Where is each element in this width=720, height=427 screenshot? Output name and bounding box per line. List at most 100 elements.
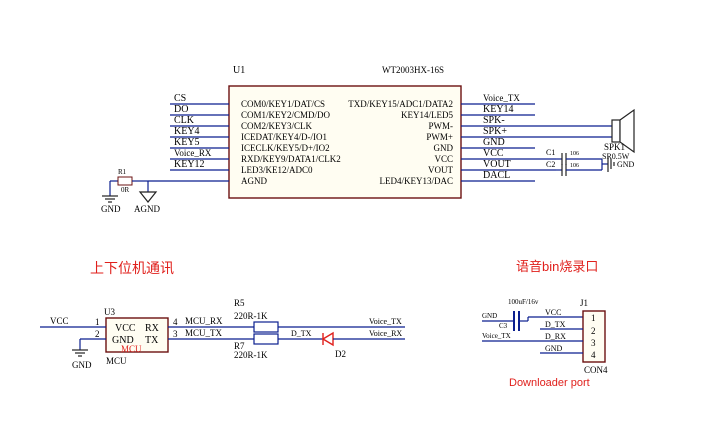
u1-pin-txd: TXD/KEY15/ADC1/DATA2 xyxy=(348,99,453,109)
u1-pin-com2: COM2/KEY3/CLK xyxy=(241,121,313,131)
c3-value: 100uF/16v xyxy=(508,298,539,306)
u1-left-net-labels: CS DO CLK KEY4 KEY5 Voice_RX KEY12 xyxy=(174,93,212,170)
d-tx-net: D_TX xyxy=(291,329,312,338)
u3-vcc: VCC xyxy=(115,323,136,334)
gnd-cap-label: GND xyxy=(617,160,635,169)
u3-pin3: 3 xyxy=(173,329,178,339)
u1-left-pin-labels: COM0/KEY1/DAT/CS COM1/KEY2/CMD/DO COM2/K… xyxy=(241,99,341,186)
j1-pin-numbers: 1 2 3 4 xyxy=(591,313,596,360)
u3-tx: TX xyxy=(145,335,159,346)
u3-pin-labels: VCC RX GND TX xyxy=(112,323,160,346)
j1-ref: J1 xyxy=(580,298,588,308)
gnd-mcu-label: GND xyxy=(72,360,92,370)
r7-ref: R7 xyxy=(234,341,245,351)
j1-voice-tx: Voice_TX xyxy=(482,332,511,340)
r7-resistor: R7 220R-1K xyxy=(234,333,323,360)
j1-pin4: 4 xyxy=(591,350,596,360)
u1-pin-led3: LED3/KE12/ADC0 xyxy=(241,165,313,175)
net-key12: KEY12 xyxy=(174,159,205,170)
capacitor-c2: C2 106 xyxy=(546,160,602,176)
c1-value: 106 xyxy=(570,151,579,157)
section-title-burn: 语音bin烧录口 xyxy=(516,259,598,274)
j1-net-d-tx: D_TX xyxy=(545,320,566,329)
j1-net-vcc: VCC xyxy=(545,308,561,317)
u3-body xyxy=(105,317,169,353)
net-dacl: DACL xyxy=(483,170,510,181)
c2-ref: C2 xyxy=(546,160,555,169)
net-gnd: GND xyxy=(483,137,505,148)
j1-net-gnd: GND xyxy=(545,344,563,353)
u1-pin-iceclk: ICECLK/KEY5/D+/IO2 xyxy=(241,143,330,153)
net-key5: KEY5 xyxy=(174,137,200,148)
u1-pin-pwm-pos: PWM+ xyxy=(426,132,453,142)
u1-right-net-labels: Voice_TX KEY14 SPK- SPK+ GND VCC VOUT DA… xyxy=(483,93,520,181)
voice-rx-net-mcu: Voice_RX xyxy=(369,329,402,338)
u1-pin-rxd: RXD/KEY9/DATA1/CLK2 xyxy=(241,154,341,164)
u1-pin-led4: LED4/KEY13/DAC xyxy=(380,176,454,186)
mcu-net-rx: MCU_RX xyxy=(185,316,223,326)
u3-rx: RX xyxy=(145,323,160,334)
r5-value: 220R-1K xyxy=(234,311,268,321)
r5-ref: R5 xyxy=(234,298,245,308)
net-cs: CS xyxy=(174,93,186,104)
u3-pin-numbers: 1 2 4 3 xyxy=(95,317,178,339)
net-clk: CLK xyxy=(174,115,195,126)
j1-name: CON4 xyxy=(584,365,608,375)
u1-pin-vout: VOUT xyxy=(428,165,453,175)
u3-wires xyxy=(40,326,254,350)
c3-gnd: GND xyxy=(482,312,497,320)
d2-ref: D2 xyxy=(335,349,346,359)
gnd-symbol-mcu: GND xyxy=(72,349,92,370)
u3-ref: U3 xyxy=(104,307,115,317)
mcu-net-vcc: VCC xyxy=(50,316,69,326)
capacitor-c1: C1 106 xyxy=(546,148,602,165)
mcu-net-tx: MCU_TX xyxy=(185,328,223,338)
u1-pin-gnd: GND xyxy=(434,143,454,153)
j1-net-d-rx: D_RX xyxy=(545,332,566,341)
capacitor-c3: GND C3 xyxy=(482,311,583,331)
u1-pin-com1: COM1/KEY2/CMD/DO xyxy=(241,110,331,120)
u1-pin-agnd: AGND xyxy=(241,176,267,186)
net-do: DO xyxy=(174,104,188,115)
r1-value: 0R xyxy=(121,186,130,194)
r1-ref: R1 xyxy=(118,168,127,176)
voice-tx-net-mcu: Voice_TX xyxy=(369,317,402,326)
c3-ref: C3 xyxy=(499,322,508,330)
u3-pin4: 4 xyxy=(173,317,178,327)
agnd-label: AGND xyxy=(134,204,160,214)
speaker-spk1: SPK1 SR0.5W xyxy=(602,108,635,161)
u1-pin-vcc: VCC xyxy=(434,154,453,164)
section-title-comm: 上下位机通讯 xyxy=(90,260,174,276)
r7-value: 220R-1K xyxy=(234,350,268,360)
r1-resistor: R1 0R xyxy=(110,168,148,194)
u3-footer: MCU xyxy=(106,356,127,366)
u3-inner-name: MCU xyxy=(121,344,142,354)
gnd-symbol-left: GND xyxy=(101,181,121,214)
j1-connector: J1 1 2 3 4 VCC D_TX D_RX GND Voice_TX CO… xyxy=(482,298,608,375)
u1-pin-key14: KEY14/LED5 xyxy=(401,110,453,120)
u1-pin-com0: COM0/KEY1/DAT/CS xyxy=(241,99,325,109)
c2-value: 106 xyxy=(570,163,579,169)
u1-right-pin-labels: TXD/KEY15/ADC1/DATA2 KEY14/LED5 PWM- PWM… xyxy=(348,99,453,186)
net-voice-rx: Voice_RX xyxy=(174,148,212,158)
j1-net-labels: VCC D_TX D_RX GND xyxy=(545,308,566,353)
u3-gnd: GND xyxy=(112,335,134,346)
downloader-port-caption: Downloader port xyxy=(509,377,590,389)
u1-part-number: WT2003HX-16S xyxy=(382,65,444,75)
r5-resistor: R5 220R-1K xyxy=(234,298,405,333)
j1-pin3: 3 xyxy=(591,338,596,348)
net-vcc: VCC xyxy=(483,148,504,159)
u3-pin2: 2 xyxy=(95,329,100,339)
diode-d2: D2 xyxy=(321,331,405,359)
u1-left-wires xyxy=(148,103,229,182)
net-spk-neg: SPK- xyxy=(483,115,505,126)
u1-pin-icedat: ICEDAT/KEY4/D-/IO1 xyxy=(241,132,327,142)
c1-ref: C1 xyxy=(546,148,555,157)
agnd-symbol: AGND xyxy=(134,181,160,214)
net-vout: VOUT xyxy=(483,159,511,170)
u3-pin1: 1 xyxy=(95,317,100,327)
net-key14: KEY14 xyxy=(483,104,514,115)
speaker-ref: SPK1 xyxy=(604,142,625,152)
